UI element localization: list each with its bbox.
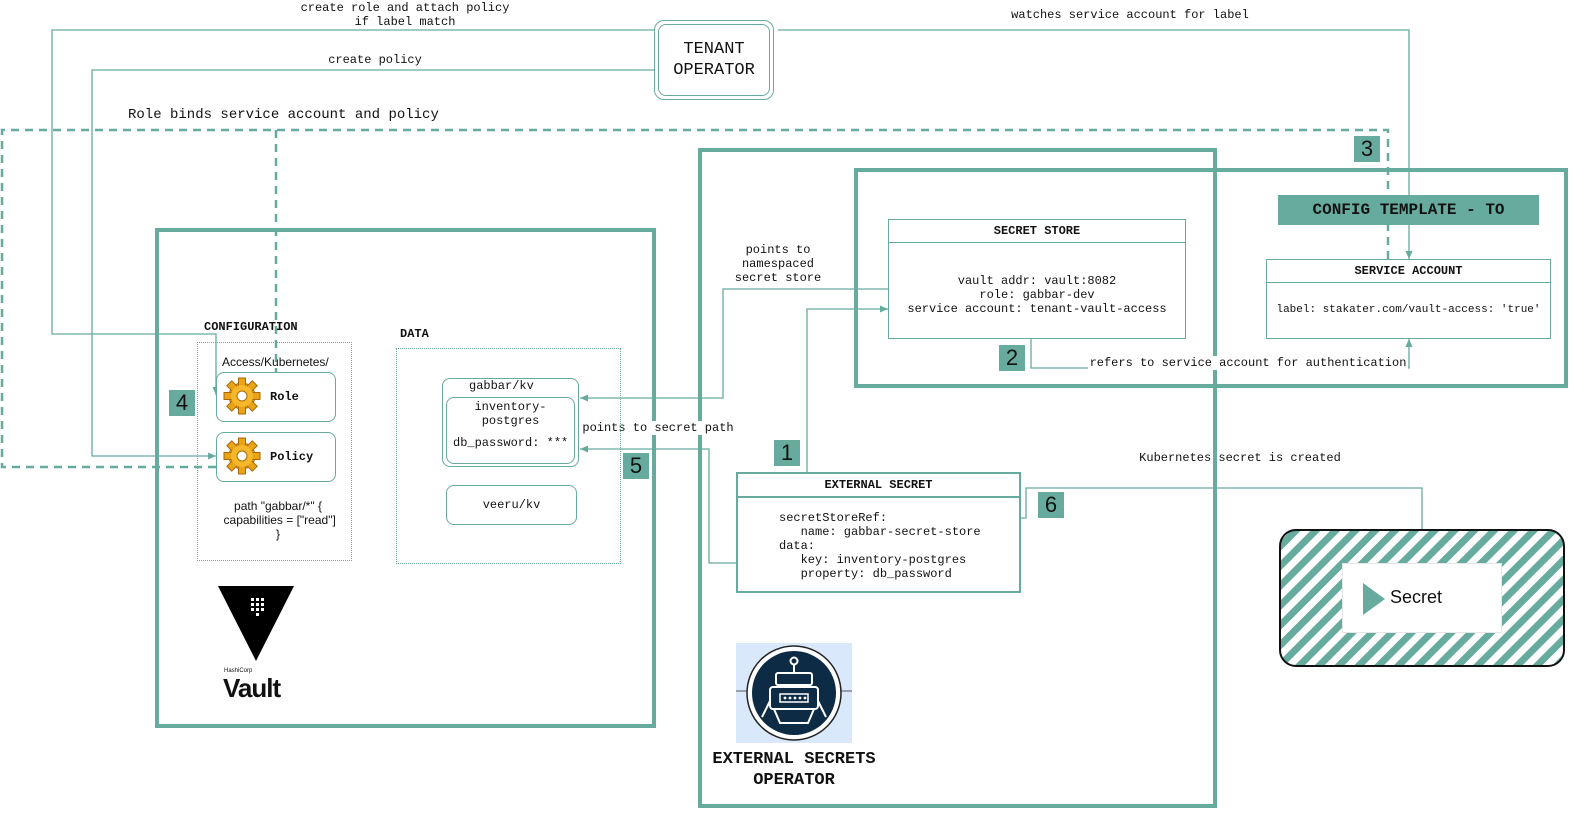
edge-es-to-store xyxy=(806,305,888,472)
service-account-title: SERVICE ACCOUNT xyxy=(1267,260,1550,283)
edge-label-k8s-created: Kubernetes secret is created xyxy=(1139,451,1341,465)
edge-create-policy xyxy=(91,69,655,460)
veeru-kv-label: veeru/kv xyxy=(482,498,541,512)
vault-logo-icon xyxy=(218,586,294,661)
role-node[interactable]: Role xyxy=(216,372,336,422)
step-badge-5: 5 xyxy=(623,453,649,479)
eso-title: EXTERNAL SECRETS OPERATOR xyxy=(712,750,876,790)
edge-points-path xyxy=(580,445,737,564)
edge-label-role-binds: Role binds service account and policy xyxy=(128,107,439,123)
k8s-secret-node[interactable]: Secret xyxy=(1342,563,1502,633)
eso-group-border xyxy=(698,148,1217,808)
external-secret-card[interactable]: EXTERNAL SECRET secretStoreRef: name: ga… xyxy=(736,472,1021,593)
edge-label-points-store: points to namespaced secret store xyxy=(734,243,822,285)
inventory-postgres-label: inventory- postgres xyxy=(474,400,547,428)
data-label: DATA xyxy=(400,327,429,341)
robot-icon xyxy=(736,645,852,741)
service-account-card[interactable]: SERVICE ACCOUNT label: stakater.com/vaul… xyxy=(1266,259,1551,339)
vault-logo-text: Vault xyxy=(223,673,281,703)
edge-watches xyxy=(778,29,1413,259)
namespace-group-border xyxy=(854,168,1568,388)
k8s-secret-label: Secret xyxy=(1390,587,1443,607)
vault-logo-small-text: HashiCorp xyxy=(224,668,253,674)
configuration-area xyxy=(197,342,352,561)
policy-text: path "gabbar/*" { capabilities = ["read"… xyxy=(223,499,336,541)
db-password-label: db_password: *** xyxy=(453,436,569,450)
edge-label-watches: watches service account for label xyxy=(1011,8,1249,22)
play-icon xyxy=(1363,583,1385,615)
role-binding-dashed-frame xyxy=(0,128,1390,469)
vault-group-border xyxy=(155,228,656,728)
edge-points-store xyxy=(580,288,888,402)
data-area xyxy=(396,348,621,564)
veeru-kv-node[interactable]: veeru/kv xyxy=(446,485,577,525)
edge-create-role xyxy=(51,29,655,395)
secret-store-title: SECRET STORE xyxy=(889,220,1185,243)
secret-store-body: vault addr: vault:8082 role: gabbar-dev … xyxy=(907,274,1167,316)
gear-icon xyxy=(223,437,261,475)
gabbar-kv-label: gabbar/kv xyxy=(469,379,534,393)
edge-label-create-policy: create policy xyxy=(328,53,422,67)
inventory-postgres-node[interactable]: inventory- postgres db_password: *** xyxy=(446,397,575,464)
external-secret-title: EXTERNAL SECRET xyxy=(738,474,1019,498)
edge-label-refers-sa: refers to service account for authentica… xyxy=(1088,356,1408,370)
edge-k8s-created xyxy=(1020,487,1426,563)
step-badge-1: 1 xyxy=(774,440,800,466)
step-badge-4: 4 xyxy=(169,390,195,416)
secret-store-card[interactable]: SECRET STORE vault addr: vault:8082 role… xyxy=(888,219,1186,339)
gear-icon xyxy=(223,377,261,415)
service-account-body: label: stakater.com/vault-access: 'true' xyxy=(1276,304,1541,316)
role-label: Role xyxy=(270,390,299,404)
configuration-label: CONFIGURATION xyxy=(204,320,298,334)
tenant-operator-node[interactable]: TENANT OPERATOR xyxy=(654,20,774,100)
auth-path-label: Access/Kubernetes/ xyxy=(222,355,329,369)
step-badge-3: 3 xyxy=(1354,136,1380,162)
step-badge-2: 2 xyxy=(999,345,1025,371)
edge-label-points-path: points to secret path xyxy=(578,421,738,435)
step-badge-6: 6 xyxy=(1038,492,1064,518)
tenant-operator-label: TENANT OPERATOR xyxy=(673,40,755,80)
config-template-header: CONFIG TEMPLATE - TO xyxy=(1278,195,1539,225)
external-secret-body: secretStoreRef: name: gabbar-secret-stor… xyxy=(779,511,981,581)
edge-label-create-role: create role and attach policy if label m… xyxy=(300,1,510,29)
policy-label: Policy xyxy=(270,450,314,464)
